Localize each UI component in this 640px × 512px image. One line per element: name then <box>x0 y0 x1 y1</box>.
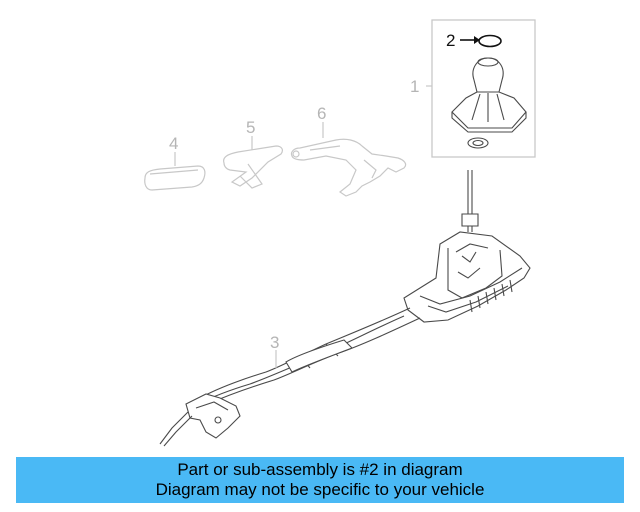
part-3-shifter-cables[interactable] <box>159 170 531 447</box>
part-4-cover[interactable] <box>144 152 206 191</box>
callout-6: 6 <box>317 104 326 123</box>
banner-line-2: Diagram may not be specific to your vehi… <box>155 480 485 499</box>
part-2-ring[interactable] <box>460 34 502 48</box>
callout-2: 2 <box>446 31 455 50</box>
part-5-lever[interactable] <box>223 136 283 189</box>
callout-3: 3 <box>270 333 279 352</box>
part-6-bracket[interactable] <box>290 122 407 197</box>
parts-diagram: 1 2 3 4 5 6 <box>144 19 536 447</box>
part-1-knob-assembly[interactable] <box>426 19 536 158</box>
callout-5: 5 <box>246 118 255 137</box>
banner-line-1: Part or sub-assembly is #2 in diagram <box>177 460 463 479</box>
callout-1: 1 <box>410 77 419 96</box>
info-banner: Part or sub-assembly is #2 in diagram Di… <box>16 457 624 503</box>
callout-4: 4 <box>169 134 178 153</box>
